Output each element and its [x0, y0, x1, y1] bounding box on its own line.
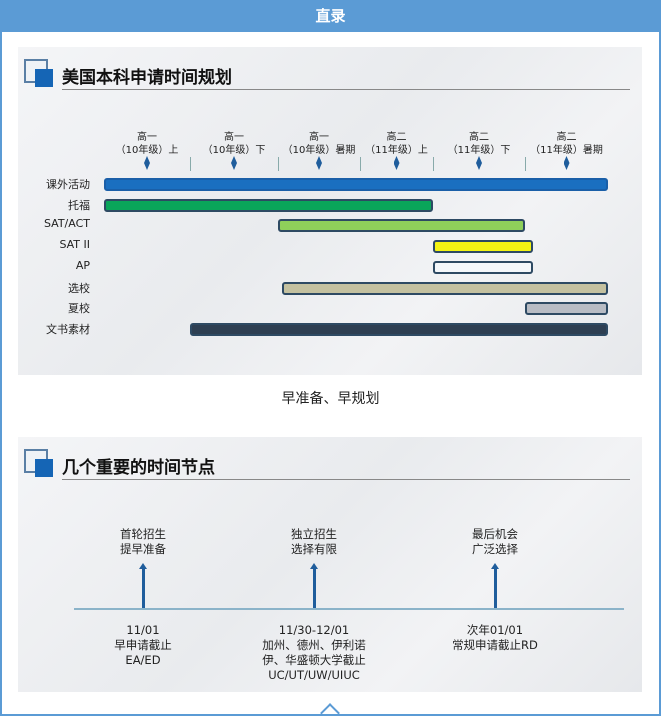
milestone-date-line: 11/30-12/01	[278, 623, 350, 637]
period-marker-icon	[476, 156, 482, 170]
gantt-panel: 美国本科申请时间规划 高一（10年级）上高一（10年级）下高一（10年级）暑期高…	[18, 47, 642, 375]
section-logo-icon	[24, 59, 54, 87]
task-label: 夏校	[68, 302, 90, 316]
milestone-note: 独立招生选择有限	[239, 527, 389, 557]
milestone-date-line: 次年01/01	[466, 623, 524, 637]
period-label: 高二 （11年级）下	[434, 131, 524, 157]
milestone-date-line: EA/ED	[125, 653, 161, 667]
title-rule	[62, 479, 630, 480]
period-term: （10年级）下	[202, 145, 266, 156]
task-label: 托福	[68, 198, 90, 212]
task-bar	[282, 281, 608, 295]
header-bar: 直录	[2, 0, 659, 32]
period-marker-icon	[563, 156, 570, 170]
task-bar	[104, 198, 433, 212]
task-bar	[278, 219, 525, 233]
period-grade: 高一	[309, 132, 329, 143]
period-grade: 高二	[469, 132, 489, 143]
arrow-up-icon	[491, 563, 499, 608]
period-grade: 高一	[224, 132, 244, 143]
timeline-line	[74, 608, 624, 610]
period-label: 高二 （11年级）暑期	[522, 131, 612, 157]
collapse-caret-icon[interactable]	[320, 703, 340, 714]
period-grade: 高一	[137, 132, 157, 143]
period-grade: 高二	[556, 132, 577, 143]
period-label: 高二 （11年级）上	[352, 131, 442, 157]
task-bar	[190, 322, 608, 336]
task-label: AP	[75, 258, 90, 272]
milestone-note-line: 独立招生	[291, 527, 337, 541]
period-term: （10年级）上	[115, 145, 179, 156]
period-term: （11年级）上	[365, 145, 428, 156]
period-term: （10年级）暑期	[282, 145, 356, 156]
milestone-note: 首轮招生提早准备	[68, 527, 218, 557]
milestone-date-line: 早申请截止	[114, 638, 172, 652]
title-rule	[62, 89, 630, 90]
section-title: 几个重要的时间节点	[62, 458, 215, 478]
milestone-date-line: UC/UT/UW/UIUC	[268, 668, 360, 682]
period-marker-icon	[231, 156, 237, 170]
period-divider	[360, 157, 361, 171]
milestone-note-line: 选择有限	[291, 542, 337, 556]
period-marker-icon	[144, 156, 150, 170]
task-label: 选校	[68, 281, 90, 295]
task-label: 文书素材	[46, 322, 90, 336]
period-label: 高一 （10年级）下	[189, 131, 279, 157]
period-label: 高一 （10年级）暑期	[274, 131, 364, 157]
task-label: SAT/ACT	[43, 217, 90, 231]
period-term: （11年级）暑期	[530, 145, 603, 156]
period-grade: 高二	[386, 132, 407, 143]
period-marker-icon	[393, 156, 400, 170]
milestone-date-line: 伊、华盛顿大学截止	[262, 653, 366, 667]
arrow-up-icon	[310, 563, 318, 608]
section-title: 美国本科申请时间规划	[62, 68, 232, 88]
period-term: （11年级）下	[447, 145, 511, 156]
task-label: SAT II	[59, 238, 90, 252]
period-marker-icon	[316, 156, 322, 170]
task-bar	[433, 240, 534, 254]
task-bar	[104, 178, 608, 191]
milestone-date-line: 加州、德州、伊利诺	[262, 638, 366, 652]
task-label: 课外活动	[46, 178, 90, 191]
period-divider	[190, 157, 191, 171]
period-divider	[278, 157, 279, 171]
milestone-note-line: 最后机会	[472, 527, 518, 541]
task-bar	[525, 302, 608, 316]
period-label: 高一 （10年级）上	[102, 131, 192, 157]
milestone-note-line: 广泛选择	[472, 542, 518, 556]
milestone-date-line: 11/01	[126, 623, 160, 637]
task-bar	[433, 260, 534, 274]
milestone-note-line: 提早准备	[120, 542, 166, 556]
period-divider	[433, 157, 434, 171]
milestone-note-line: 首轮招生	[120, 527, 166, 541]
period-divider	[525, 157, 526, 171]
caption: 早准备、早规划	[281, 391, 380, 407]
section-logo-icon	[24, 449, 54, 477]
milestone-date-line: 常规申请截止RD	[452, 638, 538, 652]
arrow-up-icon	[139, 563, 147, 608]
header-title: 直录	[315, 7, 346, 25]
milestone-note: 最后机会广泛选择	[420, 527, 570, 557]
